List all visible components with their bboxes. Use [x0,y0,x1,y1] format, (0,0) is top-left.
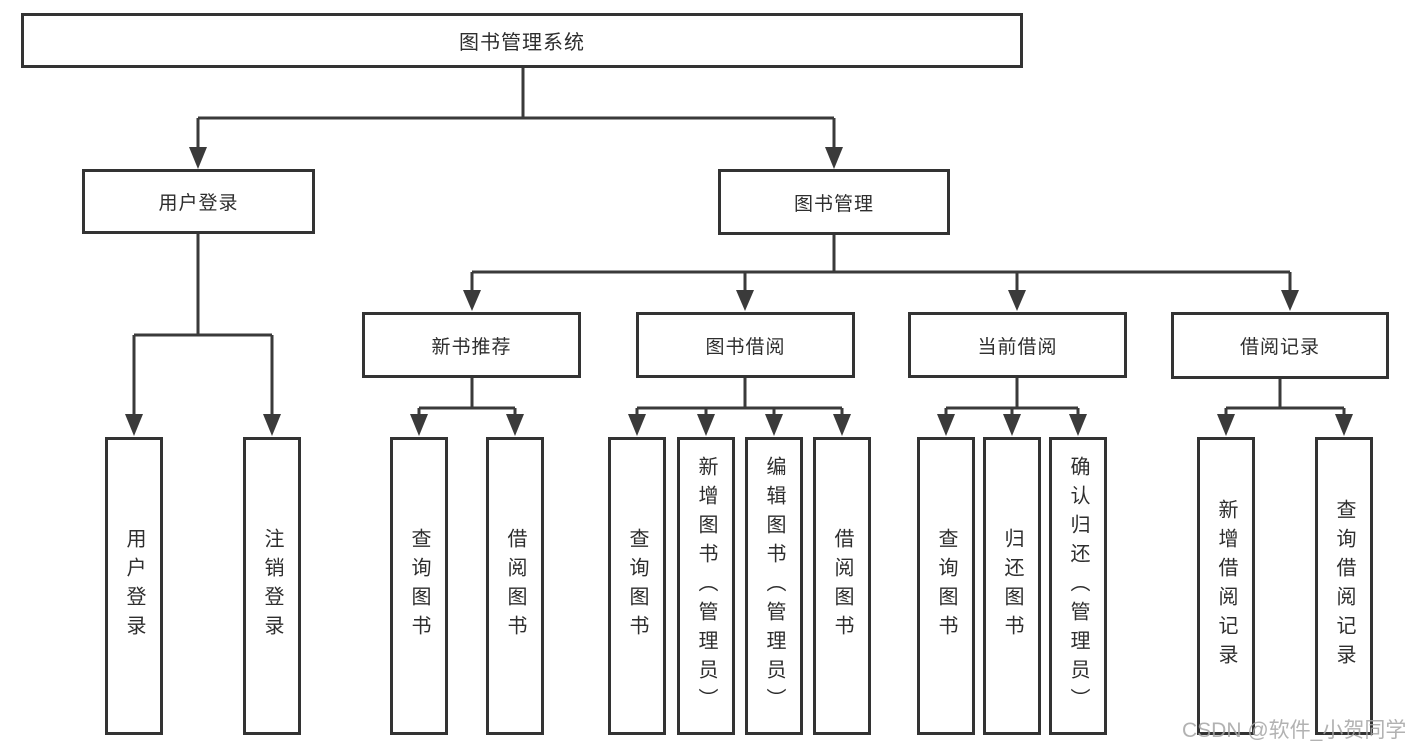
leaf-label: 借阅图书 [831,528,853,644]
node-label: 图书借阅 [705,336,786,358]
leaf-label: 注销登录 [261,528,283,644]
leaf-label: 用户登录 [123,528,145,644]
leaf-label: 归还图书 [1001,528,1023,644]
leaf-label: 新增图书（管理员） [695,455,717,717]
node-library-management-system: 图书管理系统 [21,13,1023,68]
leaf-add-books-admin: 新增图书（管理员） [677,437,735,735]
leaf-label: 编辑图书（管理员） [763,455,785,717]
csdn-watermark: CSDN @软件_小贺同学 [1182,719,1405,742]
node-label: 借阅记录 [1239,337,1320,358]
node-book-borrow: 图书借阅 [636,312,855,378]
leaf-borrow-books: 借阅图书 [813,437,871,735]
leaf-label: 查询图书 [935,528,957,644]
node-label: 当前借阅 [977,336,1058,358]
leaf-edit-books-admin: 编辑图书（管理员） [745,437,803,735]
node-borrow-records: 借阅记录 [1171,312,1389,379]
leaf-label: 查询图书 [626,528,648,644]
leaf-label: 查询图书 [408,528,430,644]
arrowheads [125,147,1353,436]
leaf-borrow-books-recommend: 借阅图书 [486,437,544,735]
node-label: 图书管理 [793,193,874,215]
leaf-user-login: 用户登录 [105,437,163,735]
leaf-confirm-return-admin: 确认归还（管理员） [1049,437,1107,735]
leaf-query-borrow-record: 查询借阅记录 [1315,437,1373,735]
leaf-label: 新增借阅记录 [1215,499,1237,673]
node-label: 图书管理系统 [459,32,585,54]
leaf-logout: 注销登录 [243,437,301,735]
leaf-label: 借阅图书 [504,528,526,644]
leaf-query-books-current: 查询图书 [917,437,975,735]
leaf-add-borrow-record: 新增借阅记录 [1197,437,1255,735]
node-user-login: 用户登录 [82,169,315,234]
node-new-book-recommend: 新书推荐 [362,312,581,378]
node-current-borrow: 当前借阅 [908,312,1127,378]
leaf-label: 查询借阅记录 [1333,499,1355,673]
leaf-label: 确认归还（管理员） [1067,455,1089,717]
node-book-management: 图书管理 [718,169,950,235]
node-label: 新书推荐 [431,336,512,358]
leaf-query-books-borrow: 查询图书 [608,437,666,735]
leaf-query-books-recommend: 查询图书 [390,437,448,735]
leaf-return-books: 归还图书 [983,437,1041,735]
node-label: 用户登录 [158,193,239,214]
